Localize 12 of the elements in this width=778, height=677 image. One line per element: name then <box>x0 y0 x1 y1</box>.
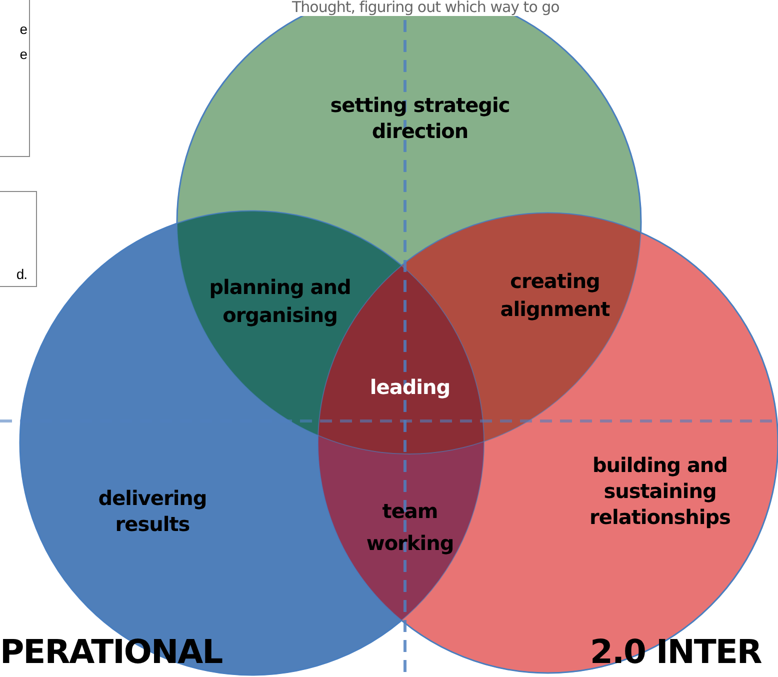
box-text: e e <box>18 20 27 64</box>
circle-label: building and sustaining relationships <box>588 452 732 530</box>
overlap-label: team working <box>365 498 455 557</box>
circle-label: setting strategic direction <box>329 92 511 144</box>
overlap-label: planning and organising <box>208 274 352 329</box>
box-text: d. <box>15 265 27 284</box>
axis-label: 2.0 INTER <box>590 631 762 673</box>
text-box <box>0 0 30 157</box>
overlap-label: creating alignment <box>499 268 611 323</box>
text-box <box>0 191 37 287</box>
circle-label: delivering results <box>97 485 208 537</box>
caption-text: Thought, figuring out which way to go <box>290 0 562 16</box>
